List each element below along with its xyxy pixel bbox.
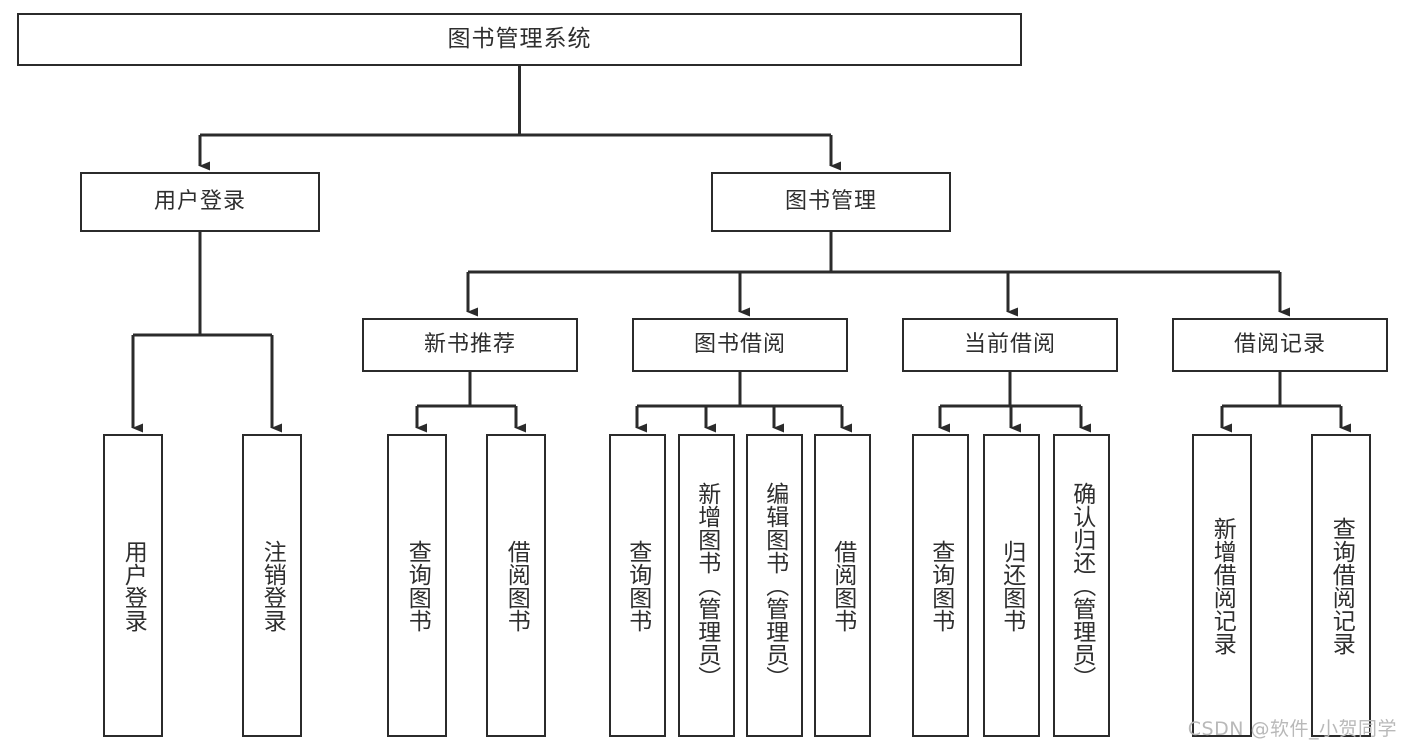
leaf-label: 编辑图书（管理员） xyxy=(761,482,788,689)
node-current-borrow[interactable]: 当前借阅 xyxy=(902,318,1118,372)
node-leaf-borrow-book-recommend[interactable]: 借阅图书 xyxy=(486,434,546,737)
node-book-management[interactable]: 图书管理 xyxy=(711,172,951,232)
leaf-label: 借阅图书 xyxy=(829,539,856,632)
leaf-label: 确认归还（管理员） xyxy=(1068,482,1095,689)
leaf-label: 归还图书 xyxy=(998,539,1025,632)
leaf-label: 查询图书 xyxy=(927,539,954,632)
node-leaf-edit-book[interactable]: 编辑图书（管理员） xyxy=(746,434,803,737)
node-book-borrow[interactable]: 图书借阅 xyxy=(632,318,848,372)
node-leaf-query-book-borrow[interactable]: 查询图书 xyxy=(609,434,666,737)
node-leaf-user-logout[interactable]: 注销登录 xyxy=(242,434,302,737)
node-leaf-confirm-return[interactable]: 确认归还（管理员） xyxy=(1053,434,1110,737)
node-leaf-borrow-book[interactable]: 借阅图书 xyxy=(814,434,871,737)
watermark: CSDN @软件_小贺同学 xyxy=(1187,718,1397,740)
leaf-label: 注销登录 xyxy=(259,539,286,632)
node-leaf-query-borrow-record[interactable]: 查询借阅记录 xyxy=(1311,434,1371,737)
node-borrow-record[interactable]: 借阅记录 xyxy=(1172,318,1388,372)
leaf-label: 借阅图书 xyxy=(503,539,530,632)
leaf-label: 用户登录 xyxy=(120,539,147,632)
leaf-label: 查询图书 xyxy=(624,539,651,632)
node-new-book-recommend[interactable]: 新书推荐 xyxy=(362,318,578,372)
node-leaf-add-borrow-record[interactable]: 新增借阅记录 xyxy=(1192,434,1252,737)
leaf-label: 查询借阅记录 xyxy=(1328,516,1355,655)
leaf-label: 新增图书（管理员） xyxy=(693,482,720,689)
node-leaf-query-book-current[interactable]: 查询图书 xyxy=(912,434,969,737)
node-leaf-return-book[interactable]: 归还图书 xyxy=(983,434,1040,737)
node-leaf-query-book-recommend[interactable]: 查询图书 xyxy=(387,434,447,737)
node-leaf-add-book[interactable]: 新增图书（管理员） xyxy=(678,434,735,737)
node-user-login[interactable]: 用户登录 xyxy=(80,172,320,232)
leaf-label: 新增借阅记录 xyxy=(1209,516,1236,655)
node-leaf-user-login[interactable]: 用户登录 xyxy=(103,434,163,737)
node-root-system[interactable]: 图书管理系统 xyxy=(17,13,1022,66)
leaf-label: 查询图书 xyxy=(404,539,431,632)
